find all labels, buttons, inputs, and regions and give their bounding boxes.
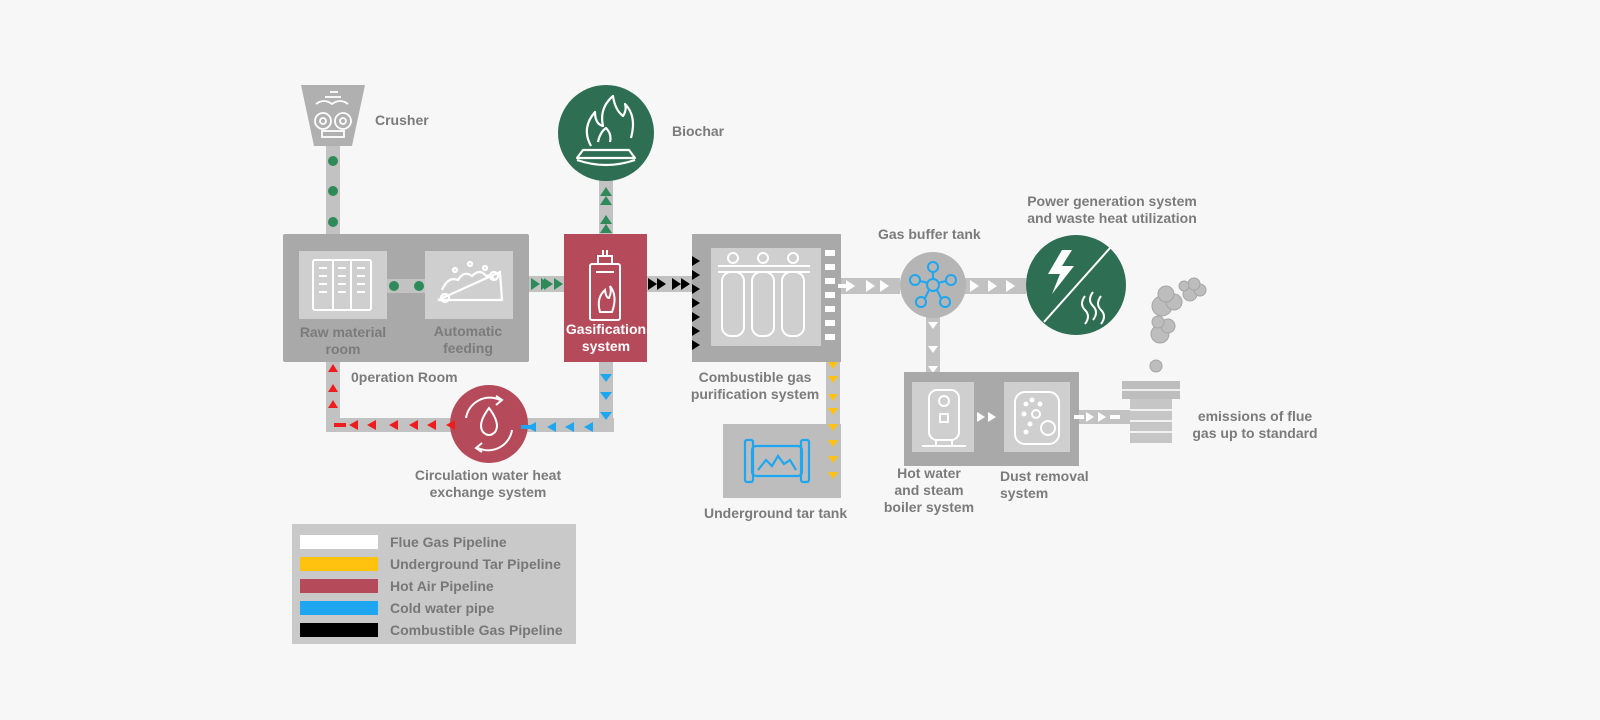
gasification-label-line1: Gasification xyxy=(565,321,647,337)
emissions-label: emissions of flue gas up to standard xyxy=(1180,408,1330,442)
purification-label-line2: purification system xyxy=(690,386,820,402)
boiler-label-line3: boiler system xyxy=(883,499,975,515)
power-label-line2: and waste heat utilization xyxy=(1027,210,1197,226)
circulation-water-label: Circulation water heat exchange system xyxy=(398,467,578,501)
automatic-feeding-label: Automatic feeding xyxy=(413,323,523,357)
flow-arrows-combustible-gas xyxy=(648,278,690,290)
flow-arrows-dust-to-chimney xyxy=(1074,412,1120,422)
gas-buffer-tank-label: Gas buffer tank xyxy=(878,226,981,242)
filter-icon xyxy=(718,252,810,337)
feed-dot xyxy=(389,281,399,291)
flow-arrows-to-power xyxy=(970,280,1015,292)
pipe-hot-air-left-vertical xyxy=(326,358,340,432)
feed-dot xyxy=(328,186,338,196)
crusher-label: Crusher xyxy=(375,112,429,128)
raw-material-icon xyxy=(312,259,372,311)
purification-label: Combustible gas purification system xyxy=(680,369,830,403)
legend-label-cold-water: Cold water pipe xyxy=(390,600,495,616)
legend-label-combustible-gas: Combustible Gas Pipeline xyxy=(390,622,563,638)
circulation-label-line1: Circulation water heat xyxy=(414,467,562,483)
legend-swatch-tar xyxy=(300,557,378,571)
gasification-label-line2: system xyxy=(581,338,631,354)
dust-label-line2: system xyxy=(1000,485,1049,501)
feed-dot xyxy=(328,156,338,166)
gas-buffer-tank-icon xyxy=(900,252,966,318)
legend-swatch-hot-air xyxy=(300,579,378,593)
legend-label-hot-air: Hot Air Pipeline xyxy=(390,578,494,594)
flow-arrows-tar xyxy=(828,362,838,479)
tar-tank-icon xyxy=(743,438,811,484)
emissions-label-line2: gas up to standard xyxy=(1192,425,1318,441)
flow-arrows-feed xyxy=(531,278,563,290)
boiler-label-line2: and steam xyxy=(894,482,964,498)
legend-swatch-combustible-gas xyxy=(300,623,378,637)
flow-arrows-biochar xyxy=(600,187,612,233)
dust-removal-label: Dust removal system xyxy=(1000,468,1089,502)
raw-material-room-label-line2: room xyxy=(325,341,361,357)
boiler-label-line1: Hot water xyxy=(897,465,961,481)
operation-room-label: 0peration Room xyxy=(351,369,458,385)
emissions-label-line1: emissions of flue xyxy=(1197,408,1313,424)
legend-swatch-flue-gas xyxy=(300,535,378,549)
biochar-icon xyxy=(558,85,654,181)
flue-gas-outlet-dashes xyxy=(825,250,835,340)
raw-material-room-label-line1: Raw material xyxy=(299,324,387,340)
gasification-system-label: Gasification system xyxy=(558,321,654,355)
gasifier-icon xyxy=(589,250,621,321)
tar-tank-label: Underground tar tank xyxy=(704,505,848,521)
flow-arrows-cold-water xyxy=(521,374,612,432)
feed-dot xyxy=(328,217,338,227)
smoke-icon xyxy=(1149,277,1207,373)
flow-arrows-flue-gas xyxy=(838,280,889,292)
dust-label-line1: Dust removal xyxy=(1000,468,1089,484)
boiler-icon xyxy=(922,389,966,447)
pipeline-legend: Flue Gas Pipeline Underground Tar Pipeli… xyxy=(292,524,576,644)
dust-icon xyxy=(1014,391,1060,445)
flow-arrows-hot-air xyxy=(328,364,455,430)
circulation-water-icon xyxy=(450,385,528,463)
flow-arrows-boiler-to-dust xyxy=(977,412,996,422)
hot-water-boiler-box xyxy=(912,382,974,452)
automatic-feeding-label-line1: Automatic xyxy=(433,323,503,339)
power-generation-label: Power generation system and waste heat u… xyxy=(1014,193,1210,227)
power-label-line1: Power generation system xyxy=(1027,193,1197,209)
boiler-label: Hot water and steam boiler system xyxy=(874,465,984,516)
gas-inlet-arrows xyxy=(692,256,700,350)
legend-label-flue-gas: Flue Gas Pipeline xyxy=(390,534,507,550)
crusher-icon xyxy=(301,85,365,146)
circulation-label-line2: exchange system xyxy=(429,484,547,500)
conveyor-icon xyxy=(437,260,504,304)
power-generation-icon xyxy=(1026,235,1126,335)
automatic-feeding-label-line2: feeding xyxy=(443,340,493,356)
legend-swatch-cold-water xyxy=(300,601,378,615)
feed-dots-crusher xyxy=(328,156,338,227)
raw-material-room-label: Raw material room xyxy=(288,324,398,358)
feed-dot xyxy=(414,281,424,291)
legend-label-tar: Underground Tar Pipeline xyxy=(390,556,561,572)
biochar-label: Biochar xyxy=(672,123,725,139)
purification-label-line1: Combustible gas xyxy=(698,369,812,385)
flow-arrows-to-boiler xyxy=(928,322,938,373)
chimney-icon xyxy=(1122,381,1180,443)
